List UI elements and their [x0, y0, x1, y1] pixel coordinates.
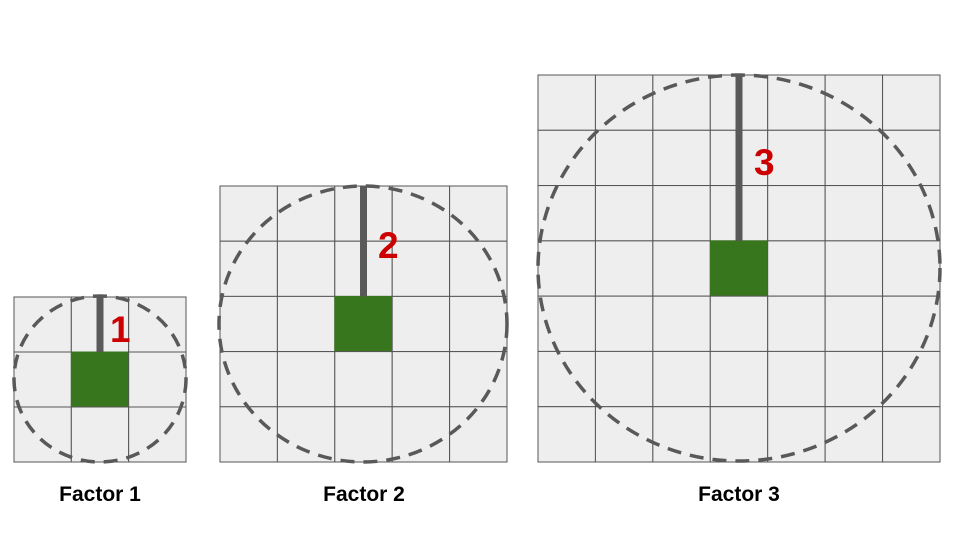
factor-3-grid-cell — [709, 406, 769, 463]
factor-2-grid-cell — [219, 351, 278, 408]
factor-3-grid-cell — [652, 295, 711, 352]
factor-2-grid-cell — [449, 406, 508, 463]
factor-3-grid-cell — [537, 74, 596, 131]
factor-3-grid-cell — [594, 74, 654, 131]
factor-2-grid-cell — [391, 240, 451, 297]
factor-1-dashed-circle — [12, 294, 188, 464]
factor-3-grid-cell — [594, 295, 654, 352]
factor-3-grid-cell — [652, 185, 711, 242]
factor-3-grid-cell — [824, 350, 884, 408]
factor-3-dashed-circle — [536, 73, 942, 463]
factor-3-grid-cell — [709, 295, 769, 352]
factor-3-grid-cell — [594, 129, 654, 187]
factor-2-grid-cell — [449, 295, 508, 353]
factor-3-grid-cell — [594, 185, 654, 242]
factor-3-grid-cell — [767, 129, 826, 187]
factor-3-grid-cell — [652, 74, 711, 131]
factor-3-label: Factor 3 — [698, 483, 780, 506]
factor-2-grid-cell — [276, 185, 336, 242]
factor-1-grid-cell — [13, 351, 72, 408]
factor-3-grid-cell — [882, 129, 941, 187]
factor-3-grid-cell — [767, 185, 826, 242]
factor-2-label: Factor 2 — [323, 483, 405, 506]
factor-2-dashed-circle — [217, 184, 509, 464]
factor-2-radius-label: 2 — [378, 225, 399, 266]
factor-2-grid-cell — [391, 351, 451, 408]
factor-3-grid-cell — [824, 295, 884, 352]
factor-2-grid-cell — [449, 185, 508, 242]
factor-3-center-cell — [709, 240, 769, 297]
factor-2-grid-cell — [276, 240, 336, 297]
factor-3-grid-cell — [652, 240, 711, 297]
factor-3-grid-cell — [824, 406, 884, 463]
factor-2-center-cell — [334, 295, 393, 353]
factor-3-grid-cell — [767, 295, 826, 352]
factor-2-grid-cell — [449, 240, 508, 297]
factor-3-radius-label: 3 — [754, 142, 775, 183]
factor-3-grid-cell — [537, 406, 596, 463]
factor-2-panel: 2 — [217, 184, 509, 464]
factor-3-grid-cell — [882, 406, 941, 463]
factor-1-grid-cell — [70, 406, 130, 463]
factor-3-panel: 3 — [536, 73, 942, 463]
factor-3-grid-cell — [652, 129, 711, 187]
factor-1-grid-cell — [128, 351, 187, 408]
factor-2-grid-cell — [219, 295, 278, 353]
factor-3-grid-cell — [767, 74, 826, 131]
factor-3-grid-cell — [594, 240, 654, 297]
factor-2-grid-cell — [334, 351, 393, 408]
factor-2-grid-cell — [219, 406, 278, 463]
factor-1-label: Factor 1 — [59, 483, 141, 506]
factor-3-grid-cell — [882, 240, 941, 297]
factor-2-grid-cell — [276, 295, 336, 353]
factor-2-grid-cell — [276, 406, 336, 463]
factor-3-grid-cell — [652, 350, 711, 408]
factor-2-grid-cell — [219, 185, 278, 242]
factor-3-grid-cell — [767, 240, 826, 297]
factor-1-panel: 1 — [12, 294, 188, 464]
factor-3-grid-cell — [652, 406, 711, 463]
factor-3-grid-cell — [824, 240, 884, 297]
factor-3-grid-cell — [537, 240, 596, 297]
factor-3-grid-cell — [709, 350, 769, 408]
factor-3-grid-cell — [824, 74, 884, 131]
factor-3-grid-cell — [824, 185, 884, 242]
factor-3-grid-cell — [767, 406, 826, 463]
factor-2-grid-cell — [391, 185, 451, 242]
factor-2-grid-cell — [391, 295, 451, 353]
factor-3-grid-cell — [537, 129, 596, 187]
factor-2-grid-cell — [449, 351, 508, 408]
factor-3-grid-cell — [882, 350, 941, 408]
factor-1-center-cell — [70, 351, 130, 408]
factor-3-grid-cell — [882, 74, 941, 131]
factor-3-grid-cell — [767, 350, 826, 408]
factor-2-grid-cell — [334, 406, 393, 463]
factor-2-grid-cell — [276, 351, 336, 408]
factor-2-grid-cell — [219, 240, 278, 297]
factor-3-grid-cell — [594, 350, 654, 408]
factor-3-grid-cell — [537, 350, 596, 408]
factor-1-radius-label: 1 — [110, 309, 131, 350]
factor-2-grid-cell — [391, 406, 451, 463]
factor-3-grid-cell — [824, 129, 884, 187]
factor-3-grid-cell — [594, 406, 654, 463]
